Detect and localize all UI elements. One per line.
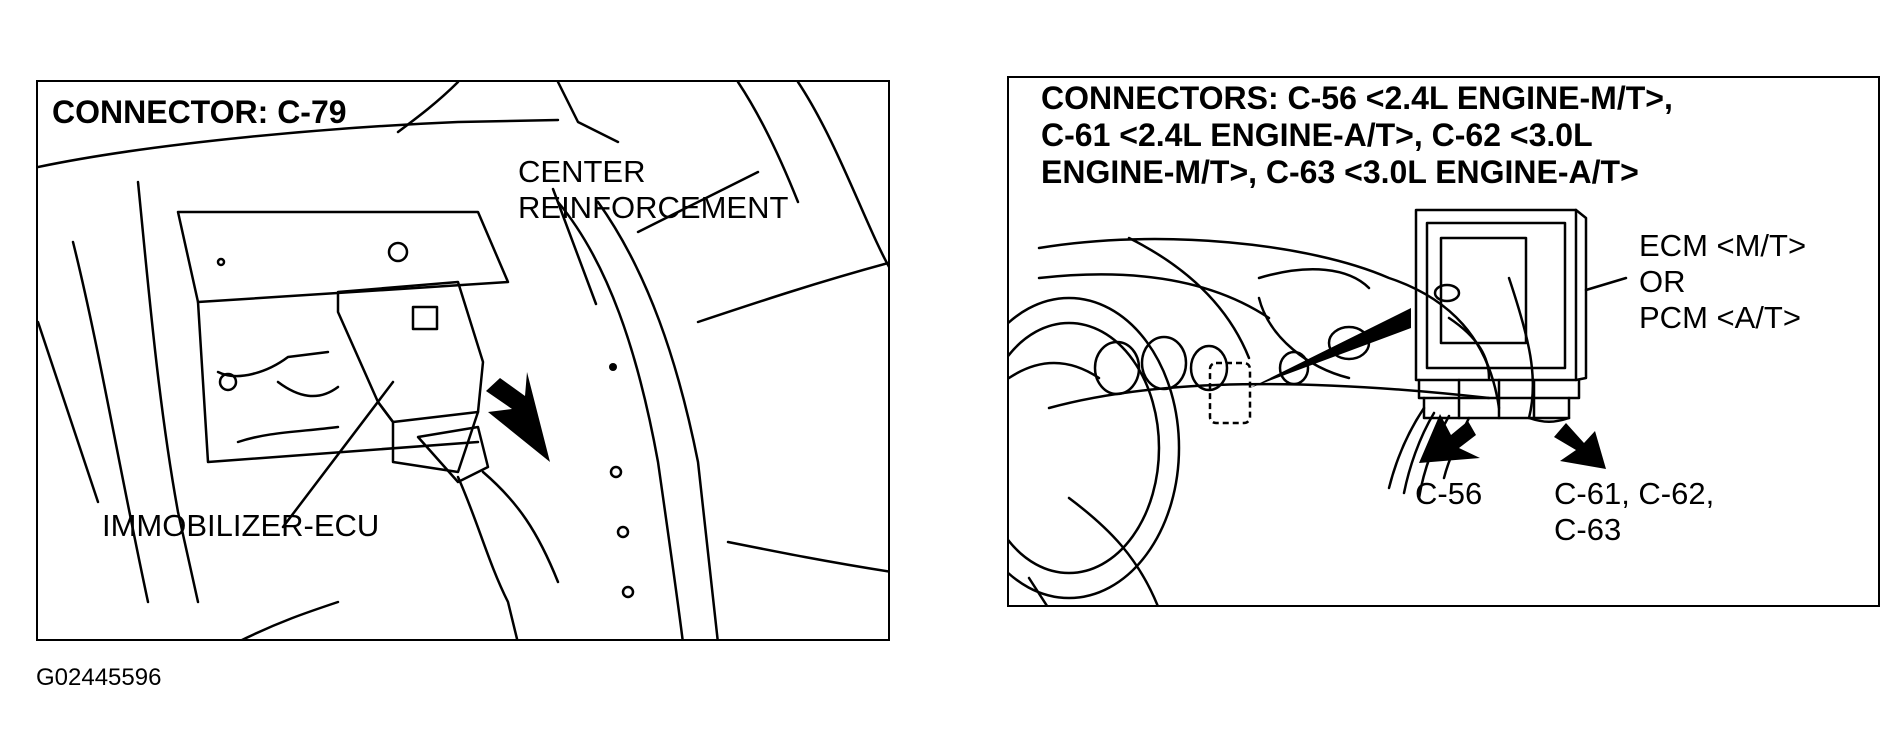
connector-c79-panel: CONNECTOR: C-79 CENTER REINFORCEMENT IMM…	[36, 80, 890, 641]
center-reinforcement-label: CENTER REINFORCEMENT	[518, 154, 788, 226]
connectors-c56-c63-panel: CONNECTORS: C-56 <2.4L ENGINE-M/T>, C-61…	[1007, 76, 1880, 607]
c79-location-illustration	[38, 82, 888, 639]
connectors-title-line-3: ENGINE-M/T>, C-63 <3.0L ENGINE-A/T>	[1041, 154, 1639, 190]
connectors-title: CONNECTORS: C-56 <2.4L ENGINE-M/T>, C-61…	[1041, 80, 1673, 191]
connectors-title-line-2: C-61 <2.4L ENGINE-A/T>, C-62 <3.0L	[1041, 117, 1593, 153]
connectors-title-line-1: CONNECTORS: C-56 <2.4L ENGINE-M/T>,	[1041, 80, 1673, 116]
ecm-pcm-location-illustration	[1009, 208, 1628, 605]
center-reinforcement-line-2: REINFORCEMENT	[518, 190, 789, 225]
ecm-label-line-2: OR	[1639, 264, 1686, 299]
connector-arrow-icon	[486, 372, 550, 462]
ecm-label-line-3: PCM <A/T>	[1639, 300, 1801, 335]
c61-arrow-icon	[1554, 423, 1606, 469]
c61-label-line-1: C-61, C-62,	[1554, 476, 1715, 511]
c56-label: C-56	[1415, 476, 1483, 511]
figure-code: G02445596	[36, 664, 162, 691]
c79-title: CONNECTOR: C-79	[52, 94, 347, 130]
c61-c62-c63-label: C-61, C-62, C-63	[1554, 476, 1714, 548]
center-reinforcement-line-1: CENTER	[518, 154, 646, 189]
c61-label-line-2: C-63	[1554, 512, 1622, 547]
ecm-label-line-1: ECM <M/T>	[1639, 228, 1807, 263]
c56-arrow-icon	[1419, 414, 1480, 463]
ecm-pcm-label: ECM <M/T> OR PCM <A/T>	[1639, 228, 1806, 336]
immobilizer-ecu-label: IMMOBILIZER-ECU	[102, 508, 380, 543]
